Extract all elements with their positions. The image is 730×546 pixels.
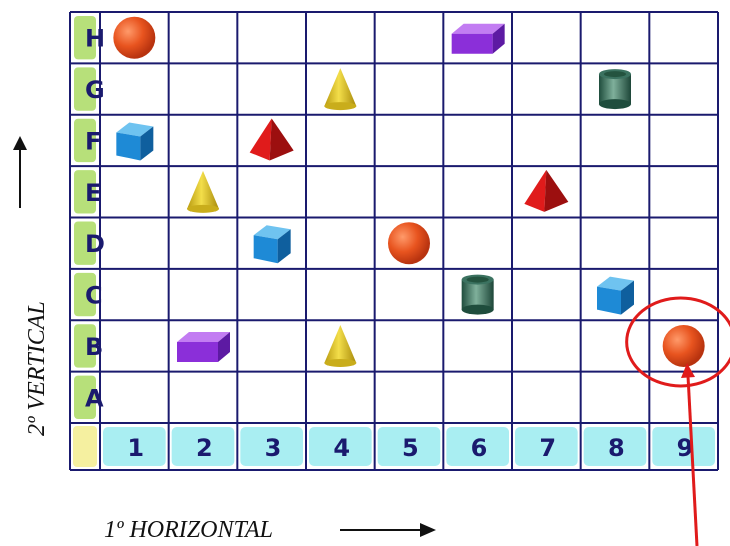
column-label-3: 3 bbox=[265, 434, 282, 462]
cylinder-icon bbox=[462, 275, 494, 315]
sphere-icon bbox=[388, 222, 430, 264]
cube-icon bbox=[116, 122, 153, 160]
horizontal-axis-label: 1º HORIZONTAL bbox=[104, 517, 273, 543]
row-label-e: E bbox=[85, 179, 101, 207]
cylinder-icon bbox=[599, 69, 631, 109]
sphere-icon bbox=[663, 325, 705, 367]
row-label-a: A bbox=[85, 384, 104, 412]
row-label-f: F bbox=[85, 127, 101, 155]
column-label-8: 8 bbox=[608, 434, 625, 462]
shapes-layer bbox=[113, 17, 704, 367]
row-label-g: G bbox=[85, 76, 105, 104]
row-label-d: D bbox=[85, 230, 105, 258]
column-label-7: 7 bbox=[539, 434, 556, 462]
cone-icon bbox=[324, 68, 356, 110]
corner-cell bbox=[73, 426, 97, 467]
column-label-4: 4 bbox=[333, 434, 350, 462]
cone-icon bbox=[324, 325, 356, 367]
row-label-h: H bbox=[85, 25, 105, 53]
cone-icon bbox=[187, 171, 219, 213]
pyramid-icon bbox=[250, 118, 294, 160]
column-label-5: 5 bbox=[402, 434, 419, 462]
prism-icon bbox=[177, 332, 230, 362]
sphere-icon bbox=[113, 17, 155, 59]
column-label-6: 6 bbox=[471, 434, 488, 462]
column-label-1: 1 bbox=[127, 434, 144, 462]
horizontal-axis-arrow bbox=[340, 523, 436, 537]
cube-icon bbox=[597, 277, 634, 315]
cube-icon bbox=[254, 225, 291, 263]
pyramid-icon bbox=[524, 170, 568, 212]
vertical-axis-label: 2º VERTICAL bbox=[24, 301, 50, 436]
prism-icon bbox=[452, 24, 505, 54]
vertical-axis-arrow bbox=[13, 136, 27, 208]
column-label-2: 2 bbox=[196, 434, 213, 462]
